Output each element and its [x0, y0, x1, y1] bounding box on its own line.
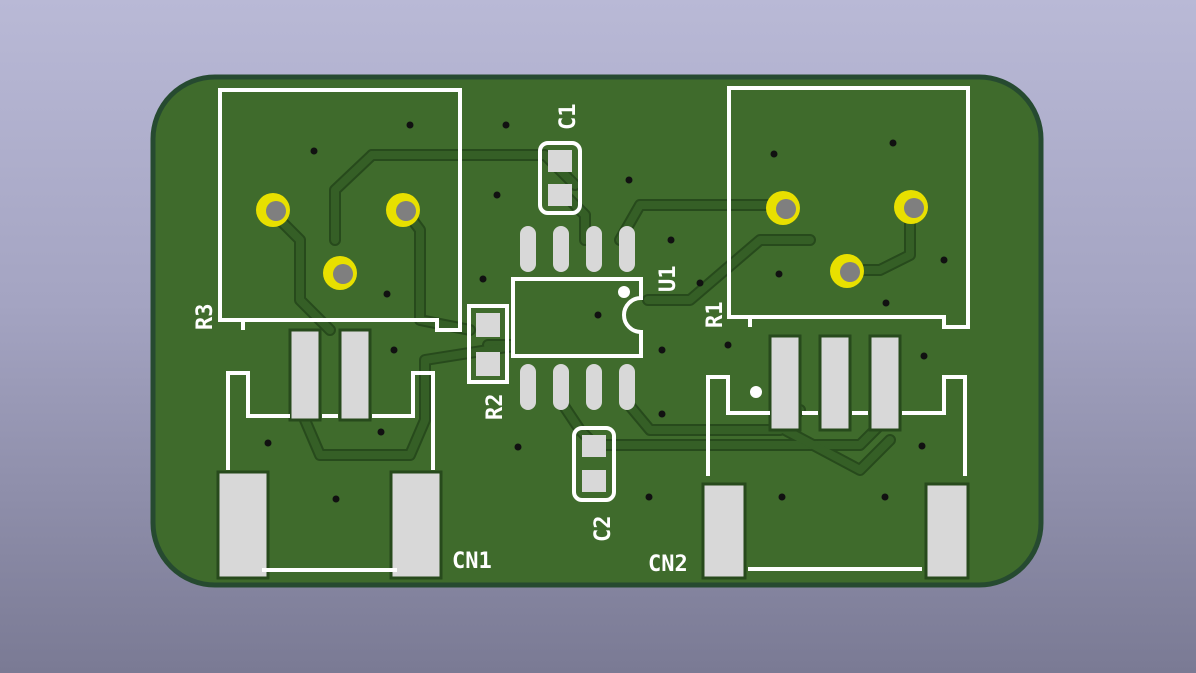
- soic-pad: [520, 226, 536, 272]
- u1-ic: U1: [511, 226, 681, 410]
- via: [390, 346, 398, 354]
- drill-hole: [396, 201, 416, 221]
- cn1-label: CN1: [452, 549, 492, 574]
- via: [383, 290, 391, 298]
- r3-potentiometer: R3: [193, 88, 462, 332]
- connector-mount-pad: [701, 482, 747, 580]
- drill-hole: [266, 201, 286, 221]
- connector-pad: [768, 334, 802, 432]
- via: [882, 299, 890, 307]
- cn2-connector: CN2: [648, 334, 970, 580]
- smd-pad: [476, 352, 500, 376]
- vias: [264, 121, 948, 503]
- pin1-marker-icon: [618, 286, 630, 298]
- r3-silkscreen: [218, 88, 462, 332]
- u1-label: U1: [656, 266, 681, 293]
- via: [332, 495, 340, 503]
- via: [775, 270, 783, 278]
- u1-silkscreen: [511, 277, 643, 358]
- via: [889, 139, 897, 147]
- cn1-connector: CN1: [216, 328, 492, 580]
- soic-pad: [619, 364, 635, 410]
- via: [377, 428, 385, 436]
- cn2-silkscreen: [706, 375, 967, 476]
- via: [778, 493, 786, 501]
- via: [264, 439, 272, 447]
- r2-silkscreen: [467, 304, 509, 384]
- c1-capacitor: C1: [538, 104, 582, 215]
- smd-pad: [548, 150, 572, 172]
- via: [645, 493, 653, 501]
- connector-mount-pad: [389, 470, 443, 580]
- drill-hole: [904, 198, 924, 218]
- via: [406, 121, 414, 129]
- via: [594, 311, 602, 319]
- drill-hole: [840, 262, 860, 282]
- via: [502, 121, 510, 129]
- smd-pad: [582, 470, 606, 492]
- r1-label: R1: [703, 302, 728, 329]
- via: [658, 346, 666, 354]
- c1-label: C1: [556, 104, 581, 131]
- via: [881, 493, 889, 501]
- smd-pad: [476, 313, 500, 337]
- via: [658, 410, 666, 418]
- via: [514, 443, 522, 451]
- via: [770, 150, 778, 158]
- via: [920, 352, 928, 360]
- connector-mount-pad: [216, 470, 270, 580]
- drill-hole: [776, 199, 796, 219]
- via: [667, 236, 675, 244]
- via: [310, 147, 318, 155]
- smd-pad: [582, 435, 606, 457]
- c2-silkscreen: [572, 426, 616, 502]
- soic-pad: [619, 226, 635, 272]
- soic-pad: [586, 226, 602, 272]
- connector-mount-pad: [924, 482, 970, 580]
- soic-pad: [520, 364, 536, 410]
- connector-pad: [868, 334, 902, 432]
- via: [696, 279, 704, 287]
- soic-pad: [553, 226, 569, 272]
- r2-label: R2: [483, 394, 508, 421]
- cn1-silkscreen: [226, 371, 435, 470]
- via: [940, 256, 948, 264]
- via: [493, 191, 501, 199]
- via: [625, 176, 633, 184]
- c2-capacitor: C2: [572, 426, 616, 543]
- r3-label: R3: [193, 304, 218, 331]
- c2-label: C2: [591, 516, 616, 543]
- via: [918, 442, 926, 450]
- c1-silkscreen: [538, 141, 582, 215]
- r1-silkscreen: [727, 86, 970, 329]
- soic-pad: [553, 364, 569, 410]
- r1-potentiometer: R1: [703, 86, 970, 329]
- connector-pad: [338, 328, 372, 422]
- via: [724, 341, 732, 349]
- r2-resistor: R2: [467, 304, 509, 421]
- pin1-marker-icon: [750, 386, 762, 398]
- via: [479, 275, 487, 283]
- soic-pad: [586, 364, 602, 410]
- drill-hole: [333, 264, 353, 284]
- cn2-label: CN2: [648, 552, 688, 577]
- smd-pad: [548, 184, 572, 206]
- connector-pad: [288, 328, 322, 422]
- connector-pad: [818, 334, 852, 432]
